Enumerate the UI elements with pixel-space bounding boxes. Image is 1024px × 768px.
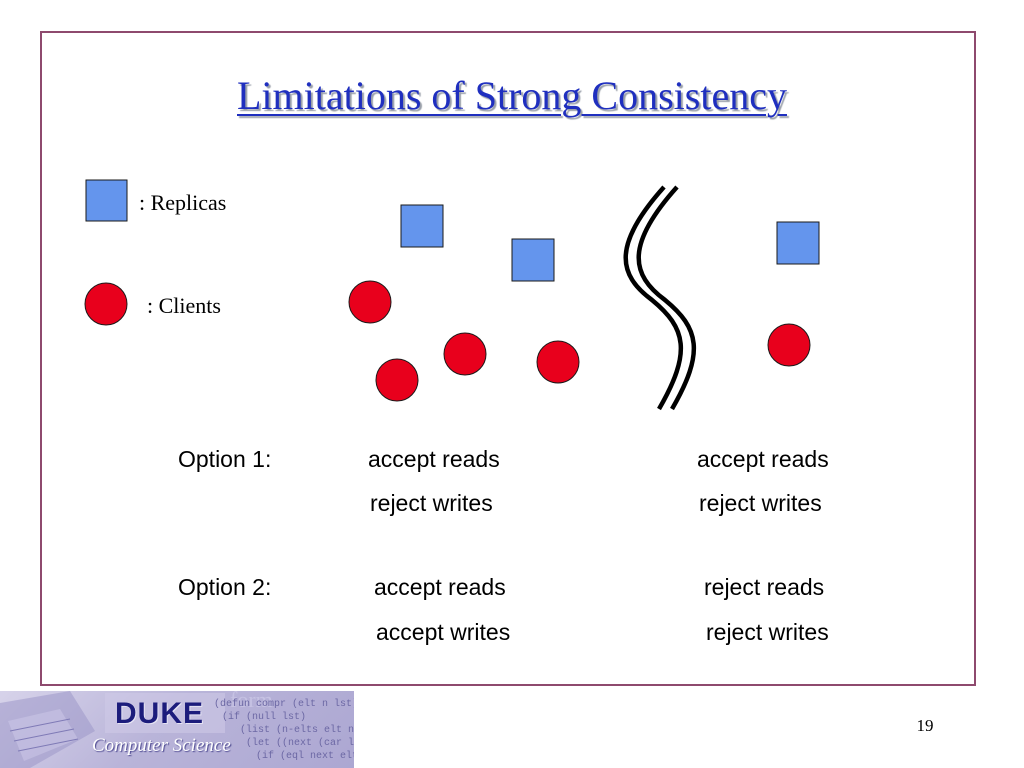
replica-icon — [400, 204, 444, 248]
slide-frame — [40, 31, 976, 686]
duke-cs-logo: form (defun compr (elt n lst) (if (null … — [0, 691, 354, 768]
logo-code-line: (let ((next (car lst))) — [246, 738, 354, 749]
legend-replica-icon — [85, 179, 128, 222]
replica-icon — [511, 238, 555, 282]
replica-icon — [776, 221, 820, 265]
option1-left-reads: accept reads — [368, 446, 500, 472]
legend-clients-label: : Clients — [147, 293, 221, 318]
legend-client-icon — [84, 282, 128, 326]
client-icon — [767, 323, 811, 367]
client-icon — [536, 340, 580, 384]
option2-label: Option 2: — [178, 574, 272, 600]
option1-right-reads: accept reads — [697, 446, 829, 472]
option1-label: Option 1: — [178, 446, 272, 472]
logo-code-line: (defun compr (elt n lst) — [214, 699, 354, 710]
option1-right-writes: reject writes — [699, 490, 822, 516]
logo-code-line: (if (eql next elt) — [256, 751, 354, 762]
logo-duke-wordmark: DUKE — [115, 697, 205, 730]
option1-left-writes: reject writes — [370, 490, 493, 516]
option2-left-writes: accept writes — [376, 619, 511, 645]
partition-double-wavy-line-icon — [623, 185, 696, 411]
client-icon — [443, 332, 487, 376]
logo-code-line: (list (n-elts elt n)) — [240, 725, 354, 736]
client-icon — [348, 280, 392, 324]
legend-replicas-label: : Replicas — [139, 190, 227, 215]
logo-ghost-text: form — [230, 691, 273, 712]
logo-background-art — [0, 691, 225, 768]
option2-right-writes: reject writes — [706, 619, 829, 645]
option2-right-reads: reject reads — [704, 574, 825, 600]
slide-number: 19 — [916, 716, 934, 735]
client-icon — [375, 358, 419, 402]
logo-code-line: (if (null lst) — [222, 712, 307, 723]
logo-department-name: Computer Science — [92, 735, 231, 756]
slide-title: Limitations of Strong Consistency — [237, 73, 787, 118]
option2-left-reads: accept reads — [374, 574, 506, 600]
